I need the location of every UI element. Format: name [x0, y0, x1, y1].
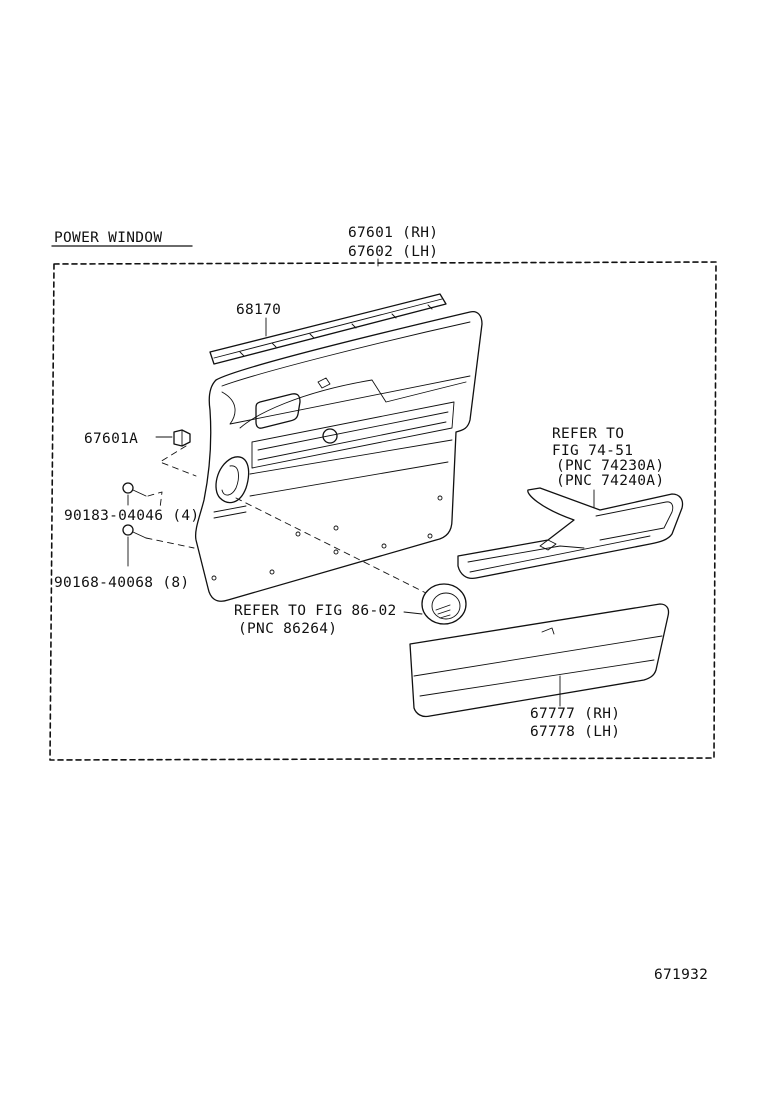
variant-label: POWER WINDOW: [54, 230, 162, 246]
panel-part-lh: 67602 (LH): [348, 244, 438, 260]
clip-fastener: [173, 429, 191, 447]
armrest-ref-line4: (PNC 74240A): [556, 473, 664, 489]
clip-assembly-line: [159, 445, 197, 477]
screw-a-callout: 90183-04046 (4): [64, 508, 199, 524]
speaker-ref-line1: REFER TO FIG 86-02: [234, 603, 397, 619]
weatherstrip-callout: 68170: [236, 302, 281, 318]
panel-part-rh: 67601 (RH): [348, 225, 438, 241]
armrest-base: [457, 487, 684, 580]
screw-b-assembly-line: [145, 537, 195, 549]
speaker-assembly-line: [235, 497, 433, 597]
weatherstrip: [209, 293, 447, 365]
speaker-ref-line2: (PNC 86264): [238, 621, 337, 637]
screw-a-icon: [122, 482, 147, 497]
pocket-part-rh: 67777 (RH): [530, 706, 620, 722]
armrest-ref-line3: (PNC 74230A): [556, 458, 664, 474]
speaker-leader: [403, 611, 423, 615]
clip-callout: 67601A: [84, 431, 138, 447]
speaker-grille: [421, 583, 467, 625]
armrest-ref-line2: FIG 74-51: [552, 443, 633, 459]
door-pocket: [409, 603, 670, 718]
screw-b-callout: 90168-40068 (8): [54, 575, 189, 591]
figure-number: 671932: [654, 967, 708, 983]
screw-a-assembly-line: [147, 491, 163, 509]
armrest-ref-line1: REFER TO: [552, 426, 624, 442]
pocket-part-lh: 67778 (LH): [530, 724, 620, 740]
screw-b-icon: [122, 524, 147, 539]
door-trim-panel: [194, 310, 483, 602]
assembly-boundary: [49, 261, 717, 761]
